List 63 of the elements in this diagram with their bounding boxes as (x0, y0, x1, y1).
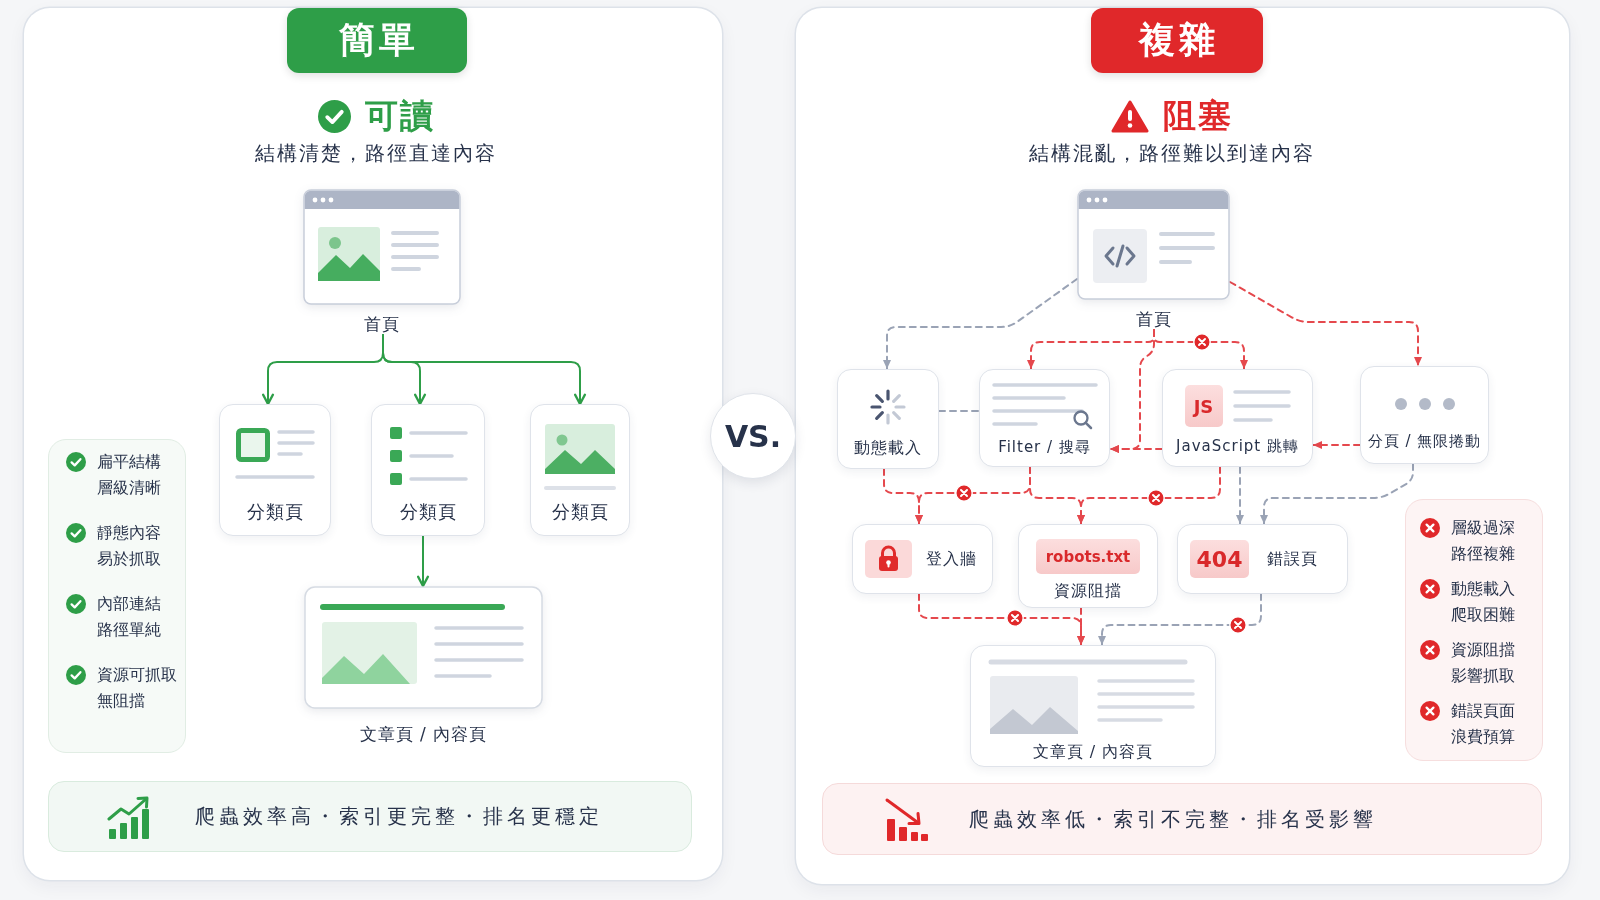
checklist-text: 錯誤頁面浪費預算 (1451, 700, 1516, 748)
page-card (1018, 524, 1158, 608)
page-label: 錯誤頁 (1267, 548, 1318, 570)
arrow (1077, 607, 1085, 646)
page-label: 文章頁 / 內容頁 (359, 723, 488, 745)
connector-line (938, 410, 980, 412)
page-label: 首頁 (1135, 308, 1172, 330)
page-card (837, 369, 939, 469)
panel (24, 8, 722, 880)
page-label: 文章頁 / 內容頁 (1032, 741, 1154, 763)
summary-bar (48, 781, 692, 852)
heading: 阻塞 (1163, 96, 1233, 136)
page-card (371, 404, 485, 536)
title-banner: 複雜 (1091, 8, 1263, 73)
summary-text: 爬蟲效率低・索引不完整・排名受影響 (969, 805, 1377, 833)
arrow (1229, 281, 1422, 367)
page-card (970, 645, 1216, 767)
page-card (852, 524, 993, 594)
page-card (219, 404, 331, 536)
code-tag: JS (1184, 385, 1223, 427)
problem-list-panel (1405, 499, 1543, 761)
checklist-text: 動態載入爬取困難 (1451, 578, 1516, 626)
panel (796, 8, 1569, 884)
page-card (530, 404, 630, 536)
summary-text: 爬蟲效率高・索引更完整・排名更穩定 (195, 803, 603, 830)
page-card (1177, 524, 1348, 594)
page-label: Filter / 搜尋 (998, 437, 1091, 458)
summary-bar (822, 783, 1542, 855)
page-label: 分頁 / 無限捲動 (1367, 431, 1482, 452)
page-label: 分類頁 (399, 501, 457, 523)
checklist-text: 資源阻擋影響抓取 (1451, 639, 1516, 687)
arrow (1260, 463, 1414, 525)
arrow (1312, 441, 1361, 449)
page-card (1162, 369, 1313, 467)
page-label: 動態載入 (854, 437, 922, 459)
arrow (1236, 466, 1244, 525)
subtitle: 結構清楚，路徑直達內容 (255, 140, 497, 166)
page-label: 分類頁 (246, 501, 304, 523)
arrow (1077, 466, 1221, 525)
page-label: 登入牆 (926, 548, 977, 570)
subtitle: 結構混亂，路徑難以到達內容 (1029, 140, 1315, 166)
page-label: 首頁 (364, 313, 400, 335)
page-card (1360, 366, 1489, 464)
checklist-text: 靜態內容易於抓取 (97, 522, 162, 570)
arrow (1109, 329, 1155, 453)
vs-badge: VS. (710, 393, 796, 479)
arrow (1098, 593, 1262, 646)
heading: 可讀 (364, 96, 435, 136)
checklist-panel (48, 439, 186, 753)
page-label: 分類頁 (551, 501, 609, 523)
page-label: 資源阻擋 (1054, 580, 1122, 602)
page-card (979, 369, 1110, 467)
error-code-tag: 404 (1190, 540, 1249, 578)
arrow (416, 535, 430, 588)
title-banner: 簡單 (287, 8, 467, 73)
arrow (382, 334, 587, 406)
file-tag: robots.txt (1035, 539, 1141, 574)
checklist-text: 內部連結路徑單純 (97, 593, 162, 641)
checklist-text: 資源可抓取無阻擋 (97, 664, 178, 712)
page-label: JavaScript 跳轉 (1176, 436, 1299, 457)
checklist-text: 層級過深路徑複雜 (1451, 517, 1516, 565)
checklist-text: 扁平結構層級清晰 (97, 451, 162, 499)
arrow (883, 278, 1078, 370)
